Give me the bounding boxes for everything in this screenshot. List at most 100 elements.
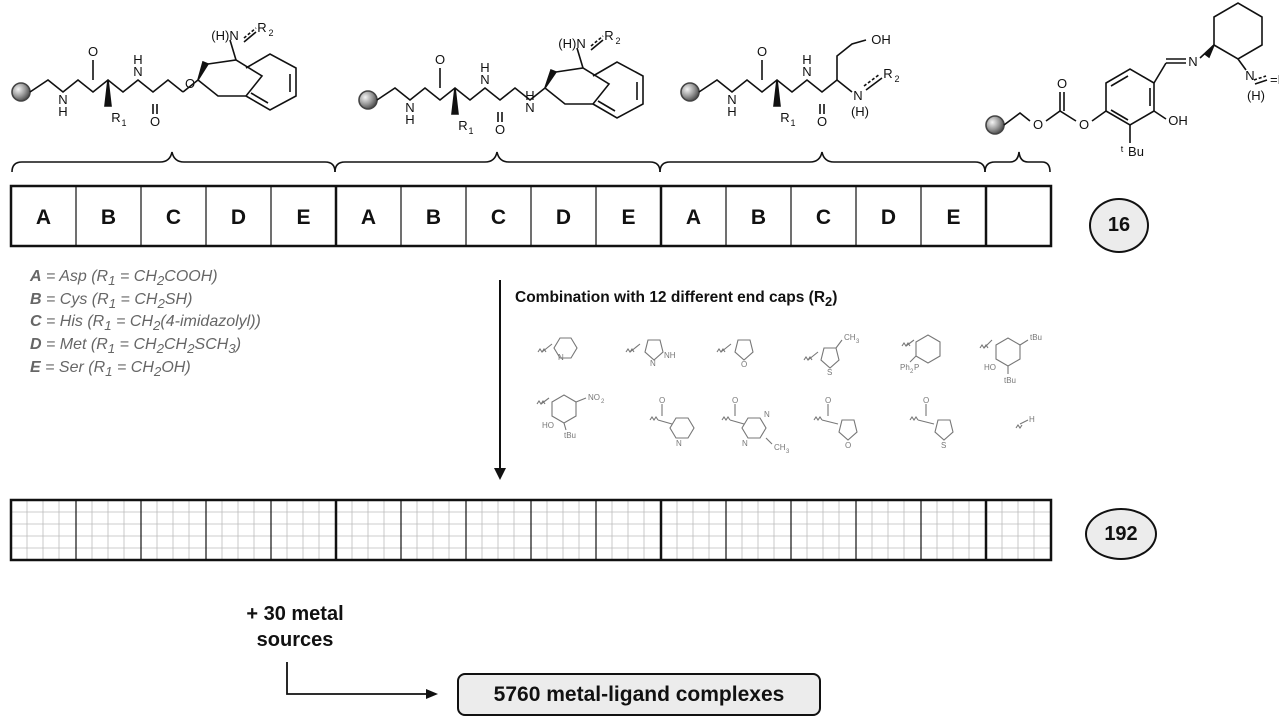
s3-oh: OH — [871, 32, 891, 47]
c11-o: O — [923, 396, 929, 405]
s3-h1: H — [727, 104, 736, 119]
s4-o1: O — [1033, 117, 1043, 132]
c5-ph: Ph — [900, 363, 910, 372]
cell-d: D — [556, 206, 571, 229]
expanded-row — [9, 498, 1053, 562]
s1-o2: O — [150, 114, 160, 129]
s4-n2: N — [1245, 68, 1254, 83]
c8-o: O — [659, 396, 665, 405]
s4-tbu-sup: t — [1121, 144, 1124, 154]
end-cap-thiophene-acyl — [909, 404, 954, 441]
legend-item-a: A = Asp (R1 = CH2COOH) — [30, 268, 218, 289]
cell-b: B — [101, 206, 116, 229]
s2-r2-sub: 2 — [615, 36, 620, 46]
s1-o1: O — [88, 44, 98, 59]
s2-hn: (H)N — [558, 36, 585, 51]
s2-h3: H — [525, 88, 534, 103]
cell-c: C — [166, 206, 181, 229]
elbow-arrow-icon — [286, 662, 438, 699]
s1-r1: R — [111, 110, 120, 125]
c9-n1: N — [764, 410, 770, 419]
s2-o1: O — [435, 52, 445, 67]
end-cap-hydrogen — [1015, 419, 1029, 429]
legend-item-e: E = Ser (R1 = CH2OH) — [30, 358, 191, 379]
c10-o2: O — [845, 441, 851, 450]
end-cap-phosphinophenyl-imine — [901, 334, 941, 364]
c12-h: H — [1029, 415, 1035, 424]
end-cap-furan-imine — [716, 339, 754, 361]
s2-r1: R — [458, 118, 467, 133]
s3-h: (H) — [851, 104, 869, 119]
s1-h2: H — [133, 52, 142, 67]
end-cap-pyridine-acyl — [649, 404, 695, 439]
resin-bead-icon — [11, 82, 31, 102]
structure-3-labels: OH O N H N H R 1 O N (H) R 2 — [727, 32, 899, 129]
s3-r2: R — [883, 66, 892, 81]
resin-bead-icon — [680, 82, 700, 102]
c9-me: CH — [774, 443, 786, 452]
s3-n2: N — [802, 64, 811, 79]
c9-o: O — [732, 396, 738, 405]
count-badge-16: 16 — [1089, 198, 1149, 253]
s2-r2: R — [604, 28, 613, 43]
resin-bead-icon — [985, 115, 1005, 135]
cell-a: A — [361, 206, 376, 229]
s4-tbu: Bu — [1128, 144, 1144, 159]
s1-r1-sub: 1 — [121, 118, 126, 128]
s1-r2-sub: 2 — [268, 28, 273, 38]
structure-1-carbamate-indane — [11, 27, 297, 114]
c2-n: N — [650, 359, 656, 368]
s3-o1: O — [757, 44, 767, 59]
s3-n: N — [853, 88, 862, 103]
expanded-row-cells — [9, 498, 1053, 562]
c3-o: O — [741, 360, 747, 369]
s1-r2: R — [257, 20, 266, 35]
cell-c: C — [816, 206, 831, 229]
combination-label: Combination with 12 different end caps (… — [515, 289, 838, 310]
s4-oh: OH — [1168, 113, 1188, 128]
library-row-labels: A B C D E A B C D E A B C D E — [36, 206, 961, 229]
cell-e: E — [946, 206, 960, 229]
cell-c: C — [491, 206, 506, 229]
end-cap-tbu-phenol-imine — [979, 337, 1029, 374]
s3-r1-sub: 1 — [790, 118, 795, 128]
c11-s: S — [941, 441, 946, 450]
expanded-row-grid — [11, 500, 1051, 560]
count-badge-192: 192 — [1085, 508, 1157, 560]
brace-group-2 — [334, 151, 661, 173]
brace-group-3 — [659, 151, 986, 173]
c8-n: N — [676, 439, 682, 448]
s4-eqr: =R — [1270, 72, 1279, 87]
s3-h2: H — [802, 52, 811, 67]
down-arrow-icon — [494, 280, 506, 480]
resin-bead-icon — [358, 90, 378, 110]
structure-3-serine-amide — [680, 39, 883, 114]
s4-n1: N — [1188, 54, 1197, 69]
s3-r2-sub: 2 — [894, 74, 899, 84]
c5-p: P — [914, 363, 919, 372]
cell-e: E — [621, 206, 635, 229]
c4-me-sub: 3 — [856, 339, 860, 345]
s1-n2: N — [133, 64, 142, 79]
s2-n2: N — [480, 72, 489, 87]
brace-group-4 — [984, 151, 1051, 173]
s1-h1: H — [58, 104, 67, 119]
c6-ho: HO — [984, 363, 996, 372]
c7-sub: 2 — [601, 399, 605, 405]
end-cap-pyridine-imine — [537, 337, 578, 359]
c7-no2: NO — [588, 393, 600, 402]
s4-o2: O — [1057, 76, 1067, 91]
cell-e: E — [296, 206, 310, 229]
end-caps-group — [536, 334, 1029, 445]
s2-r1-sub: 1 — [468, 126, 473, 136]
structure-1-labels: O N H N H R 1 O O (H)N R 2 — [58, 20, 273, 129]
c1-n: N — [558, 353, 564, 362]
s1-hn: (H)N — [211, 28, 238, 43]
s2-n3: N — [525, 100, 534, 115]
c2-nh: NH — [664, 351, 676, 360]
c4-me: CH — [844, 333, 856, 342]
cell-a: A — [36, 206, 51, 229]
structure-2-labels: O N H N H N H R 1 O (H)N R 2 — [405, 28, 620, 137]
c4-s: S — [827, 368, 832, 377]
